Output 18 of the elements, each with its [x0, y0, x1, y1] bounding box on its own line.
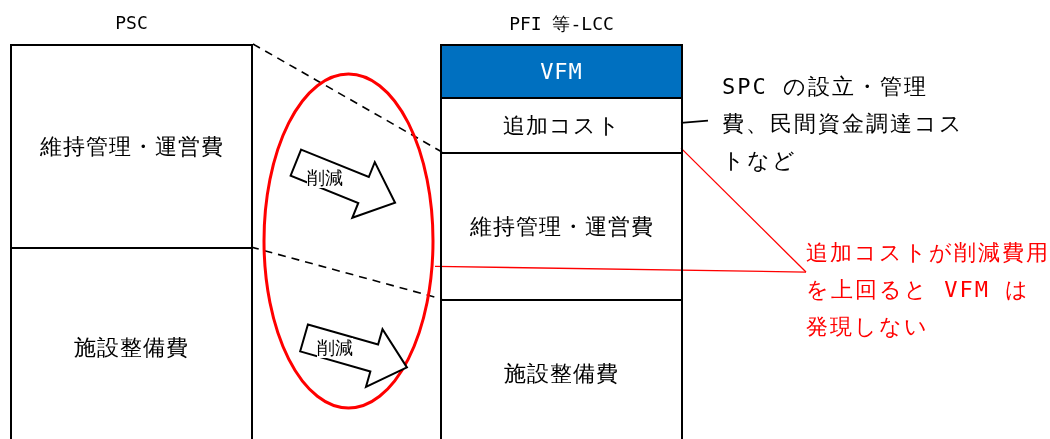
dashed-guide-line — [252, 43, 443, 153]
note-text: SPC の設立・管理費、民間資金調達コストなど — [708, 68, 972, 180]
arrow-label: 削減 — [317, 337, 353, 358]
leader-line — [680, 119, 709, 124]
header-band — [442, 46, 681, 97]
column-heading: PFI 等-LCC — [508, 12, 615, 36]
block-label: VFM — [540, 59, 583, 84]
column-heading: PSC — [114, 12, 149, 33]
leader-line — [434, 265, 807, 273]
block-label: 維持管理・運営費 — [39, 132, 224, 161]
block-label: 施設整備費 — [504, 359, 619, 388]
arrow-label: 削減 — [307, 167, 343, 188]
highlight-ellipse — [262, 72, 435, 410]
block-label: 追加コスト — [502, 111, 621, 140]
note-text: 追加コストが削減費用を上回ると VFM は発現しない — [806, 234, 1050, 346]
block-label: 維持管理・運営費 — [469, 212, 654, 241]
leader-line — [680, 147, 807, 273]
block-label: 施設整備費 — [74, 333, 189, 362]
